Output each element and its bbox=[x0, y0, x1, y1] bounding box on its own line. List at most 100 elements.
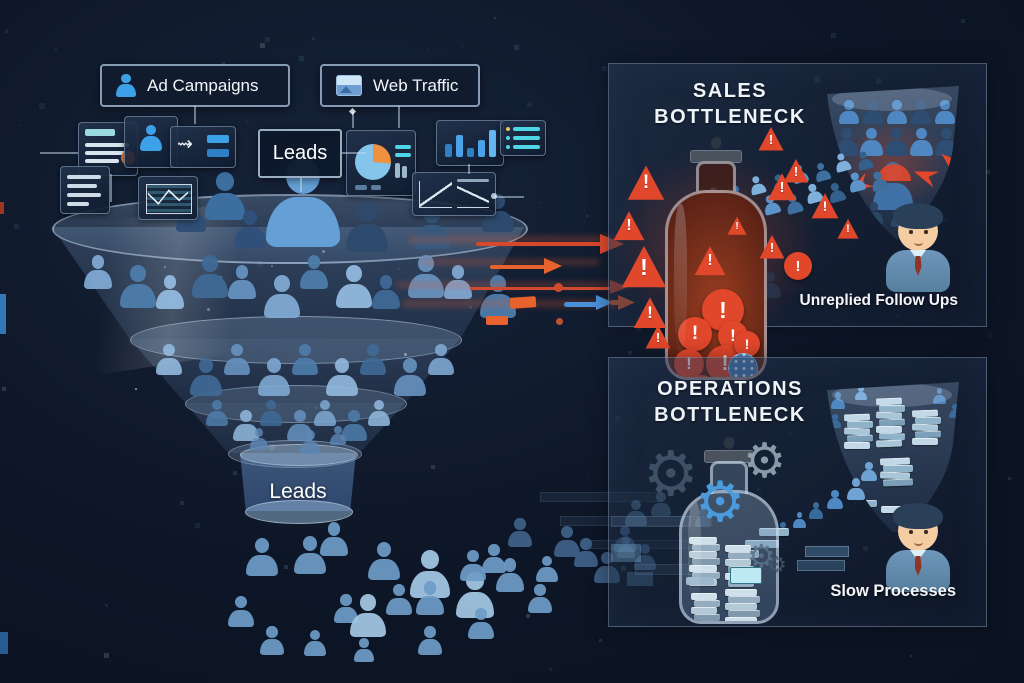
paper-stack-item bbox=[725, 617, 757, 621]
list-line bbox=[513, 127, 540, 131]
person-icon bbox=[827, 490, 843, 509]
person-icon bbox=[847, 478, 865, 500]
doc-line bbox=[67, 193, 101, 197]
doc-header-bar bbox=[85, 129, 115, 136]
sales-warnings: !!!!!!!!!!!!! bbox=[609, 64, 986, 349]
edge-accent bbox=[0, 202, 4, 214]
person-icon bbox=[260, 400, 282, 426]
edge-accent bbox=[0, 294, 6, 334]
noise-dot bbox=[1008, 477, 1011, 480]
paper-stack-item bbox=[694, 614, 720, 621]
list-bullet bbox=[506, 136, 510, 140]
connector-line bbox=[110, 174, 112, 202]
connector-line bbox=[352, 112, 354, 128]
warning-circle-icon: ! bbox=[734, 331, 760, 357]
noise-dot bbox=[2, 387, 6, 391]
ad-campaigns-box: Ad Campaigns bbox=[100, 64, 290, 107]
avatar-hair bbox=[893, 203, 943, 229]
doc-line bbox=[67, 175, 101, 179]
avatar-collar bbox=[910, 550, 926, 561]
warning-triangle-icon: ! bbox=[627, 165, 665, 200]
avatar-mouth bbox=[914, 239, 923, 246]
noise-dot bbox=[961, 19, 965, 23]
mini-bar bbox=[355, 185, 367, 190]
sparkle-dot bbox=[207, 308, 210, 311]
person-icon bbox=[835, 128, 858, 156]
warning-triangle-icon: ! bbox=[811, 193, 839, 219]
noise-dot bbox=[587, 473, 590, 476]
image-icon bbox=[336, 75, 362, 96]
warning-triangle-icon: ! bbox=[837, 218, 859, 239]
noise-dot bbox=[233, 471, 238, 476]
noise-dot bbox=[986, 170, 991, 175]
person-icon bbox=[528, 584, 552, 613]
warning-circle-icon: ! bbox=[784, 252, 812, 280]
person-icon bbox=[460, 550, 486, 581]
paper-stack-item bbox=[725, 603, 757, 610]
person-icon bbox=[258, 358, 290, 396]
person-icon bbox=[935, 128, 958, 156]
list-line bbox=[513, 136, 540, 140]
legend-bar bbox=[395, 145, 411, 149]
noise-dot bbox=[910, 655, 912, 657]
connector-line bbox=[398, 106, 400, 128]
connector-line bbox=[342, 152, 366, 154]
person-icon bbox=[192, 255, 228, 298]
paper-stack-item bbox=[876, 426, 902, 433]
noise-dot bbox=[527, 102, 532, 107]
person-icon bbox=[250, 428, 268, 450]
person-icon bbox=[793, 512, 806, 528]
arrow-block bbox=[509, 296, 537, 309]
noise-dot bbox=[333, 363, 335, 365]
person-icon bbox=[394, 358, 426, 396]
doc-line bbox=[85, 151, 125, 155]
sales-rep-avatar bbox=[886, 203, 950, 292]
person-icon bbox=[368, 400, 390, 426]
noise-dot bbox=[180, 501, 184, 505]
person-icon bbox=[314, 400, 336, 426]
list-bullet bbox=[506, 145, 510, 149]
paper-stack-item bbox=[689, 537, 717, 544]
sales-title-line1: SALES bbox=[692, 80, 768, 102]
noise-dot bbox=[494, 17, 496, 19]
person-icon bbox=[554, 526, 580, 557]
person-icon bbox=[336, 265, 372, 308]
noise-dot bbox=[14, 224, 20, 230]
queue-bar bbox=[797, 560, 845, 571]
avatar-eye bbox=[924, 530, 928, 534]
ops-gears: ⚙⚙⚙⚙⚙ bbox=[609, 358, 986, 626]
pie-chart-card-icon bbox=[346, 130, 416, 196]
doc-line bbox=[67, 184, 97, 188]
gear-icon: ⚙ bbox=[695, 470, 746, 533]
arrow-glow bbox=[402, 300, 617, 307]
noise-dot bbox=[105, 604, 108, 607]
mini-line-chart bbox=[457, 181, 489, 208]
paper-stack-item bbox=[725, 559, 751, 566]
person-icon bbox=[829, 414, 841, 428]
arrow-glow bbox=[408, 236, 618, 243]
person-icon bbox=[651, 492, 671, 516]
person-icon bbox=[156, 275, 184, 309]
funnel-spout-bottom bbox=[245, 500, 353, 524]
person-icon bbox=[234, 210, 266, 248]
paper-stack-item bbox=[691, 593, 717, 600]
chart-bar bbox=[456, 135, 463, 157]
arrow-dot bbox=[556, 318, 563, 325]
gear-icon: ⚙ bbox=[767, 552, 787, 577]
connector-line bbox=[194, 106, 196, 124]
bar-chart-card-icon bbox=[436, 120, 504, 166]
person-icon bbox=[260, 626, 284, 655]
paper-stack-item bbox=[844, 442, 870, 449]
noise-dot bbox=[54, 48, 58, 52]
noise-dot bbox=[195, 523, 200, 528]
sales-bottleneck-panel: SALES BOTTLENECK !!!!!!!!! !!!!!!!!!!!!!… bbox=[608, 63, 987, 380]
person-icon bbox=[625, 500, 647, 526]
leads-top-label: Leads bbox=[272, 142, 328, 164]
noise-dot bbox=[284, 565, 288, 569]
paper-stack-item bbox=[692, 572, 720, 579]
connector-line bbox=[468, 164, 470, 174]
person-icon bbox=[140, 125, 162, 151]
person-icon bbox=[84, 255, 112, 289]
noise-dot bbox=[265, 37, 270, 42]
